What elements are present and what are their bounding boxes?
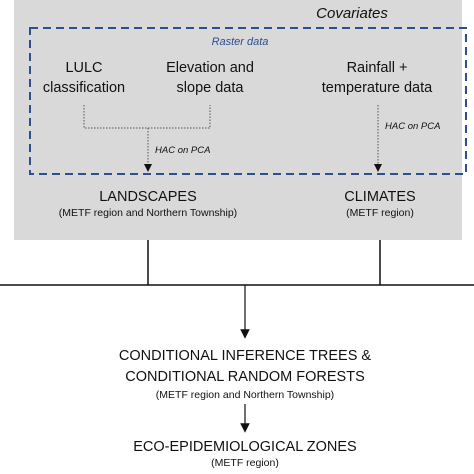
lulc-connector (83, 105, 211, 129)
climates-subtitle: (METF region) (346, 207, 414, 219)
inference-block: CONDITIONAL INFERENCE TREES & CONDITIONA… (60, 346, 430, 402)
lulc-line-2: classification (42, 80, 126, 96)
inference-subtitle: (METF region and Northern Township) (155, 389, 335, 401)
zones-subtitle: (METF region) (211, 457, 279, 469)
rainfall-line-1: Rainfall + (346, 60, 408, 76)
climates-title: CLIMATES (344, 189, 416, 205)
zones-title: ECO-EPIDEMIOLOGICAL ZONES (133, 439, 357, 455)
lulc-node: LULC classification (34, 58, 134, 98)
climates-block: CLIMATES (METF region) (310, 188, 450, 220)
inference-line-2: CONDITIONAL RANDOM FORESTS (125, 369, 365, 385)
rainfall-node: Rainfall + temperature data (304, 58, 450, 98)
elevation-line-2: slope data (176, 80, 244, 96)
hac-landscape-note: HAC on PCA (155, 145, 211, 156)
elevation-node: Elevation and slope data (150, 58, 270, 98)
elevation-line-1: Elevation and (166, 60, 254, 76)
inference-line-1: CONDITIONAL INFERENCE TREES & (118, 348, 372, 364)
rainfall-line-2: temperature data (321, 80, 433, 96)
lulc-line-1: LULC (65, 60, 103, 76)
zones-block: ECO-EPIDEMIOLOGICAL ZONES (METF region) (60, 438, 430, 470)
landscapes-block: LANDSCAPES (METF region and Northern Tow… (20, 188, 276, 220)
raster-data-box (29, 27, 467, 175)
landscapes-subtitle: (METF region and Northern Township) (58, 207, 238, 219)
covariates-title: Covariates (316, 5, 388, 22)
covariates-panel (14, 0, 462, 240)
raster-data-label: Raster data (211, 36, 269, 48)
landscapes-title: LANDSCAPES (99, 189, 197, 205)
hac-climate-note: HAC on PCA (385, 121, 441, 132)
